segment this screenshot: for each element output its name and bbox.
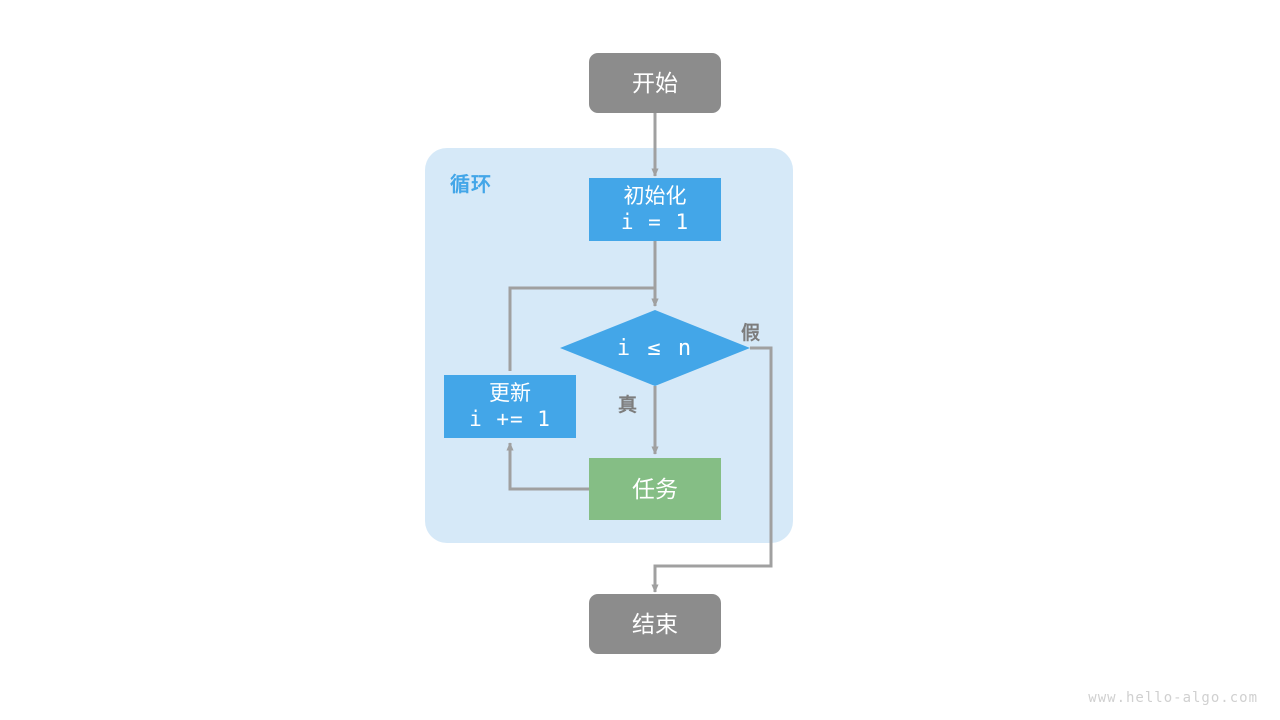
node-initialize-title: 初始化 bbox=[623, 184, 687, 208]
watermark: www.hello-algo.com bbox=[1088, 690, 1258, 706]
edge-decision-false-to-end bbox=[651, 346, 773, 593]
node-condition-label: i ≤ n bbox=[616, 335, 694, 361]
node-initialize-code: i = 1 bbox=[620, 209, 690, 234]
node-initialize[interactable]: 初始化 i = 1 bbox=[589, 178, 721, 241]
node-start-label: 开始 bbox=[632, 69, 678, 96]
node-start[interactable]: 开始 bbox=[589, 53, 721, 113]
node-update-code: i += 1 bbox=[469, 406, 551, 431]
node-end-label: 结束 bbox=[632, 610, 678, 637]
edge-task-to-update bbox=[506, 442, 589, 491]
edge-label-false: 假 bbox=[741, 323, 761, 344]
edge-label-true: 真 bbox=[618, 395, 638, 416]
edge-update-to-decision bbox=[508, 286, 659, 371]
node-condition[interactable]: i ≤ n bbox=[560, 310, 750, 386]
node-end[interactable]: 结束 bbox=[589, 594, 721, 654]
node-task-label: 任务 bbox=[632, 475, 678, 502]
node-update[interactable]: 更新 i += 1 bbox=[444, 375, 576, 438]
node-task[interactable]: 任务 bbox=[589, 458, 721, 520]
node-update-title: 更新 bbox=[489, 381, 531, 405]
loop-container-label: 循环 bbox=[450, 174, 492, 196]
